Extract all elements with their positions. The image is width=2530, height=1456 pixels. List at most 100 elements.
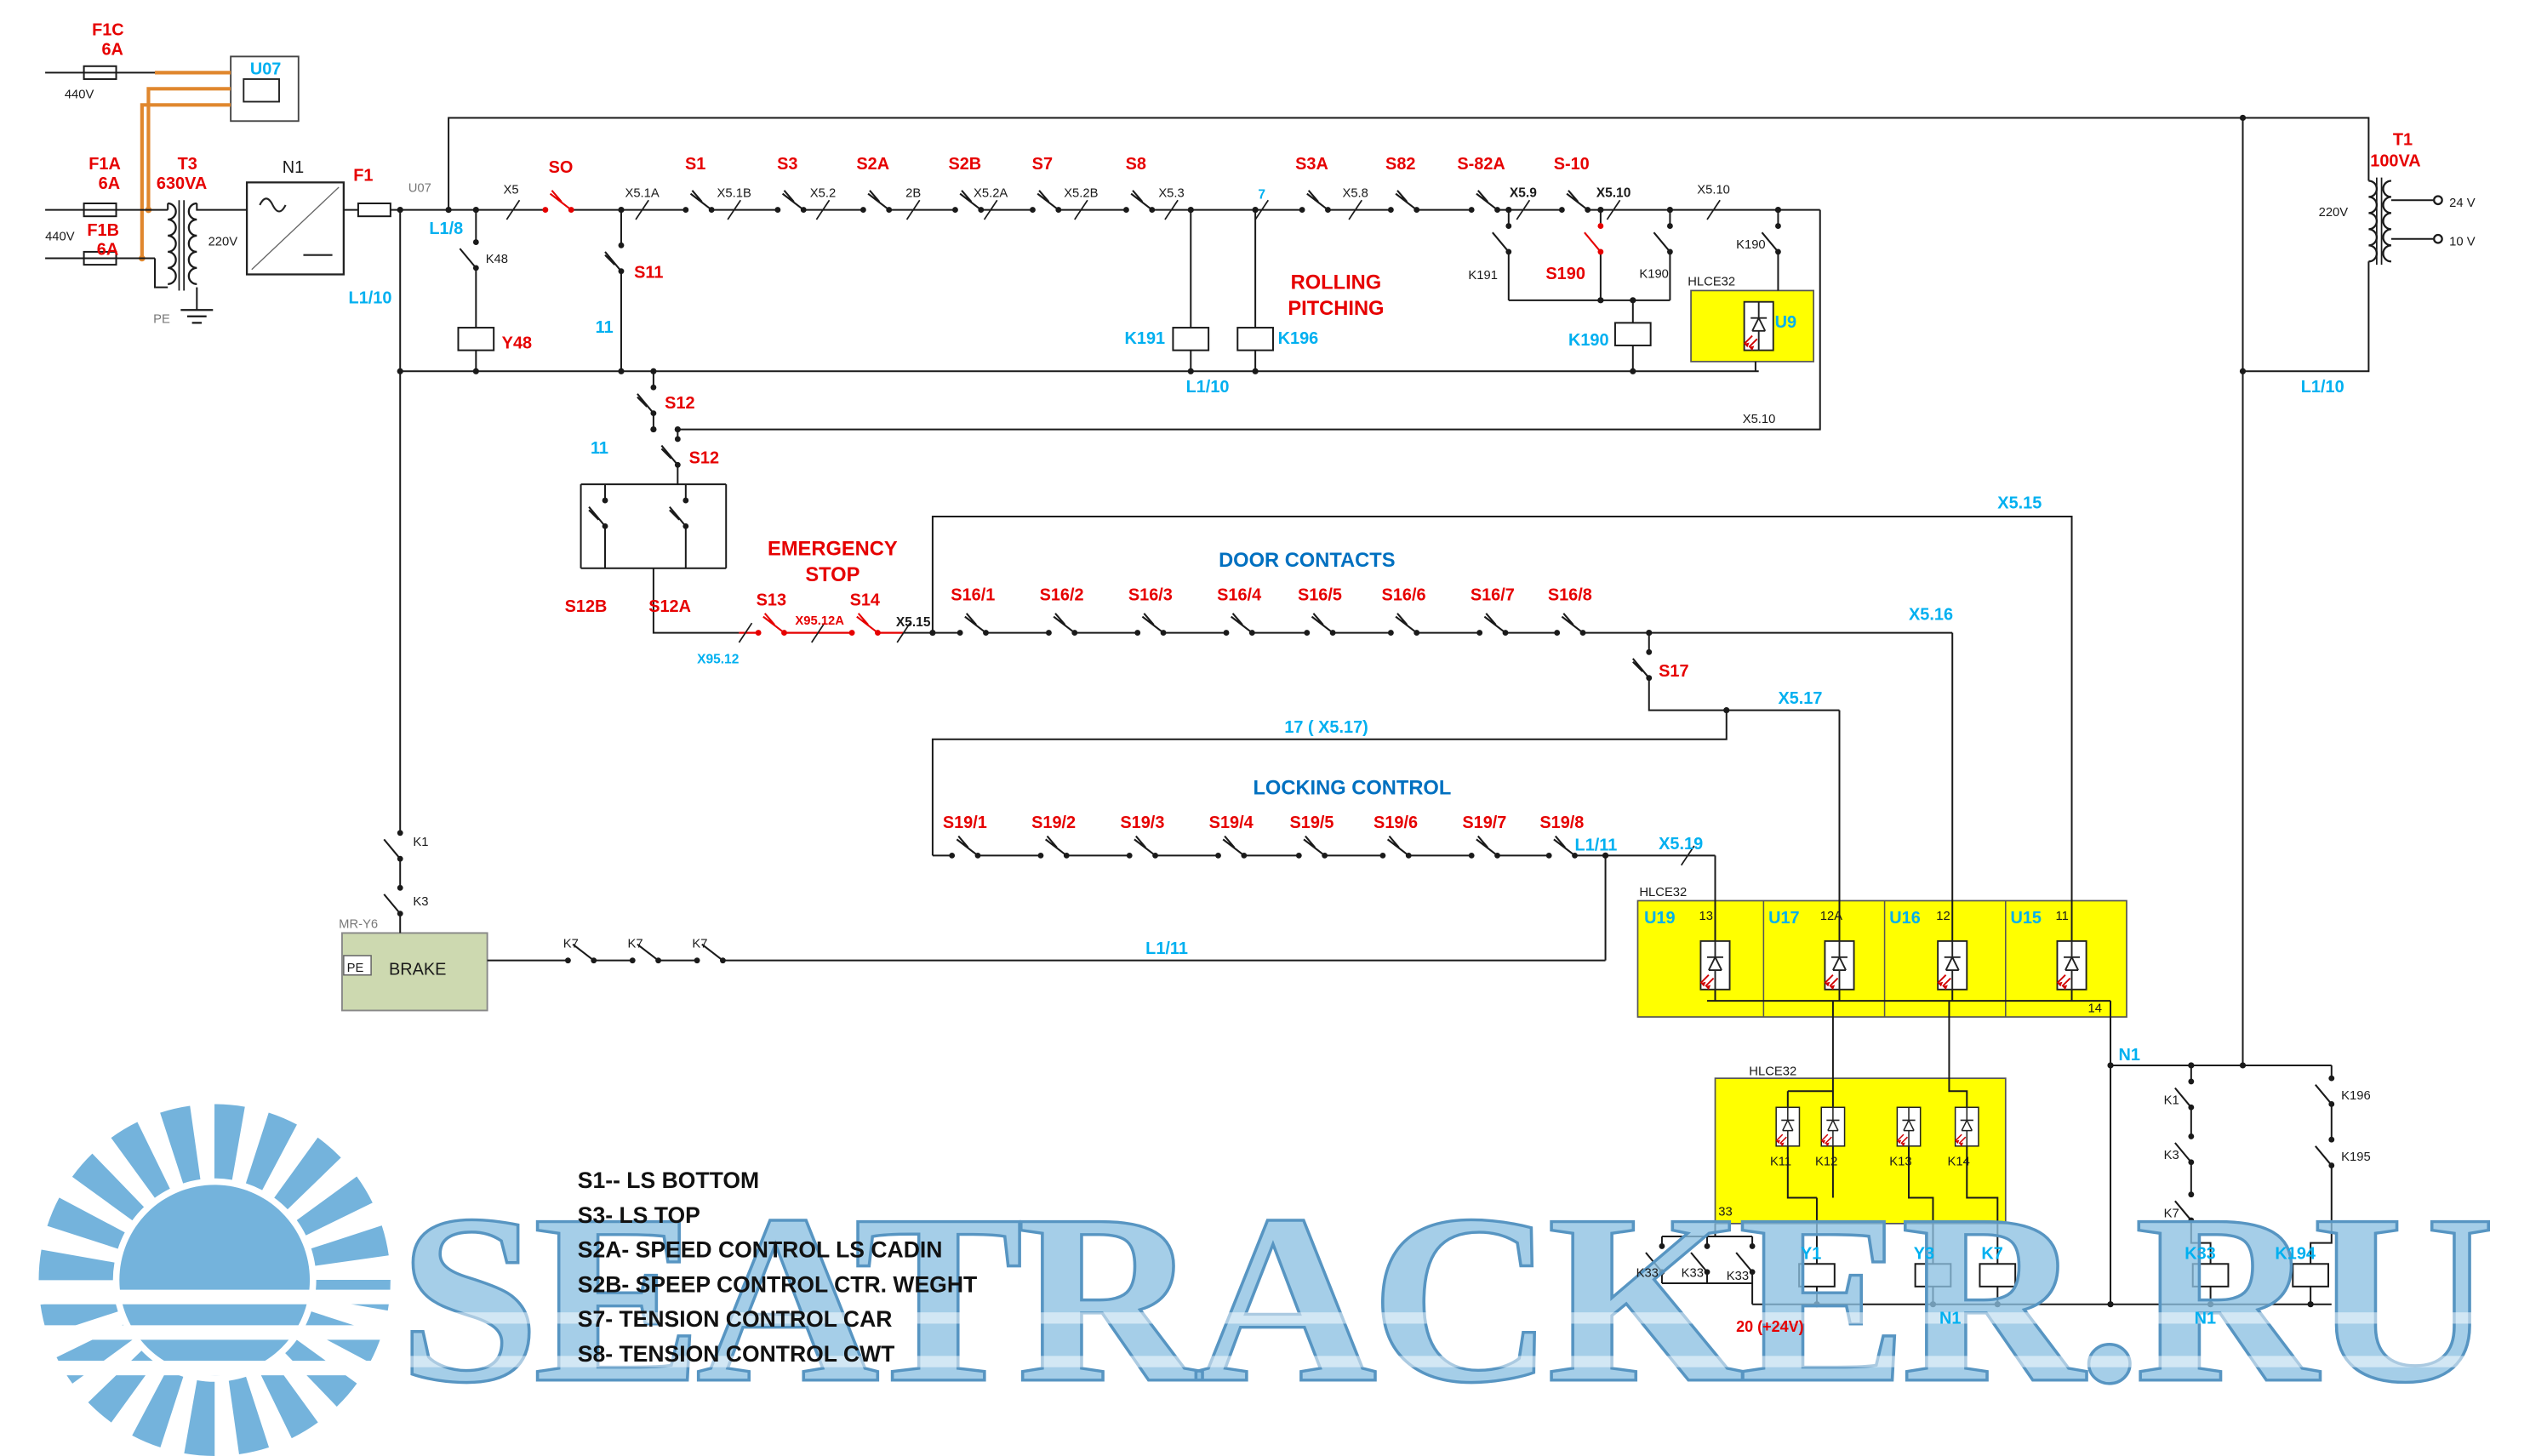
n1-a-label: N1: [2119, 1046, 2140, 1065]
k3-left-label: K3: [413, 895, 428, 909]
x5-2a-label: X5.2A: [974, 186, 1008, 200]
s19-6-label: S19/6: [1374, 814, 1418, 832]
s11-label: S11: [634, 263, 663, 282]
t33-label: 33: [1718, 1205, 1732, 1219]
k7-1-label: K7: [563, 937, 579, 951]
legend-line-4: S2B- SPEEP CONTROL CTR. WEGHT: [578, 1271, 977, 1297]
k33-3-label: K33: [1727, 1270, 1749, 1283]
switch-s19-2: [1037, 835, 1071, 859]
switch-s19-1: [948, 835, 982, 859]
x5-9-label: X5.9: [1510, 186, 1537, 200]
v440-bot-label: 440V: [45, 231, 75, 244]
switch-s12-upper: [636, 383, 658, 418]
pitching-label: PITCHING: [1288, 298, 1384, 320]
switch-s-82a: [1467, 189, 1501, 214]
f1a-label: F1A: [89, 155, 121, 174]
t1-220-label: 220V: [2319, 206, 2349, 220]
switch-s19-8: [1545, 835, 1579, 859]
x5-15-label: X5.15: [1997, 494, 2042, 513]
switch-s12b: [588, 496, 609, 530]
v440-top-label: 440V: [65, 89, 94, 102]
s19-4-label: S19/4: [1209, 814, 1254, 832]
brake-label: BRAKE: [389, 961, 446, 979]
s16-3-label: S16/3: [1128, 586, 1173, 605]
switch-s1: [682, 189, 716, 214]
watermark-stripe-2: [403, 1356, 2501, 1367]
k1-right-label: K1: [2164, 1093, 2179, 1107]
legend-line-6: S8- TENSION CONTROL CWT: [578, 1341, 895, 1367]
l1-10-left-label: L1/10: [349, 289, 392, 308]
opto-u15: [2056, 939, 2087, 991]
contact-k3: [383, 883, 404, 918]
switch-s16-2: [1044, 612, 1079, 637]
switch-s190: [1583, 222, 1605, 256]
u19-label: U19: [1644, 909, 1676, 928]
x5-1b-label: X5.1B: [717, 186, 751, 200]
switch-s19-4: [1214, 835, 1248, 859]
connector-ticks: [505, 199, 1721, 866]
f1b-amp-label: 6A: [97, 241, 118, 260]
orange-supply-wires: [140, 71, 231, 259]
coil-y3: [1914, 1263, 1952, 1288]
s19-8-label: S19/8: [1539, 814, 1584, 832]
coil-k33: [2191, 1263, 2230, 1288]
wires-layer: [45, 71, 2434, 1305]
k13-label: K13: [1889, 1156, 1911, 1169]
wire-top-bus: [448, 117, 2434, 1065]
switch-s16-6: [1386, 612, 1421, 637]
k7-right-label: K7: [2164, 1207, 2179, 1220]
legend-line-2: S3- LS TOP: [578, 1202, 700, 1228]
switch-s16-8: [1553, 612, 1587, 637]
contact-k190: [1653, 222, 1674, 256]
x2b-label: 2B: [905, 186, 921, 200]
wire-bottom-right: [1660, 989, 2333, 1305]
l1-10-right-label: L1/10: [2301, 378, 2344, 397]
t1-label: T1: [2393, 131, 2413, 150]
t13-label: 13: [1699, 910, 1713, 923]
mr-y6-label: MR-Y6: [339, 918, 378, 932]
opto-k11: [1775, 1106, 1801, 1147]
n1-converter-divider: [251, 186, 340, 271]
switch-s19-7: [1467, 835, 1501, 859]
k12-label: K12: [1815, 1156, 1837, 1169]
switch-s14: [848, 612, 882, 637]
transformer-t1-secondary: [2382, 180, 2392, 263]
t11-label: 11: [2056, 910, 2069, 923]
s19-2-label: S19/2: [1031, 814, 1076, 832]
s-82a-label: S-82A: [1457, 155, 1505, 174]
x95-12a-label: X95.12A: [795, 614, 844, 628]
hlce32-u9-label: HLCE32: [1688, 276, 1735, 289]
transformer-t1-primary: [2368, 180, 2379, 263]
s16-7-label: S16/7: [1471, 586, 1515, 605]
t3-label: T3: [178, 155, 197, 174]
k190-contact-label: K190: [1639, 267, 1669, 281]
opto-k14: [1954, 1106, 1979, 1147]
switch-s17: [1631, 648, 1653, 682]
f1c-amp-label: 6A: [101, 40, 123, 59]
t1-terminal-10v: [2433, 233, 2443, 244]
k194-coil-label: K194: [2275, 1245, 2316, 1264]
u07-ref-label: U07: [408, 182, 431, 196]
l1-8-label: L1/8: [429, 220, 463, 238]
v220-label: 220V: [208, 235, 238, 248]
u07-label: U07: [250, 60, 282, 78]
switch-s16-7: [1476, 612, 1510, 637]
y48-label: Y48: [502, 334, 532, 353]
x5-19-label: X5.19: [1659, 835, 1703, 854]
opto-u17: [1824, 939, 1855, 991]
switch-s11: [603, 241, 625, 276]
junction-dots: [397, 114, 2314, 1308]
k7-3-label: K7: [692, 937, 707, 951]
watermark-stripe-1: [403, 1312, 2501, 1324]
opto-u9: [1743, 300, 1774, 351]
optocouplers-layer: [1699, 300, 2087, 1147]
hlce32-2-label: HLCE32: [1749, 1065, 1796, 1078]
x5-2-label: X5.2: [810, 186, 836, 200]
x5-16-label: X5.16: [1909, 605, 1953, 624]
s14-label: S14: [850, 591, 880, 609]
l1-11-lock-label: L1/11: [1575, 836, 1618, 855]
switch-s12-lower: [660, 435, 682, 469]
switch-s16-3: [1134, 612, 1168, 637]
coils-layer: [457, 322, 2329, 1288]
